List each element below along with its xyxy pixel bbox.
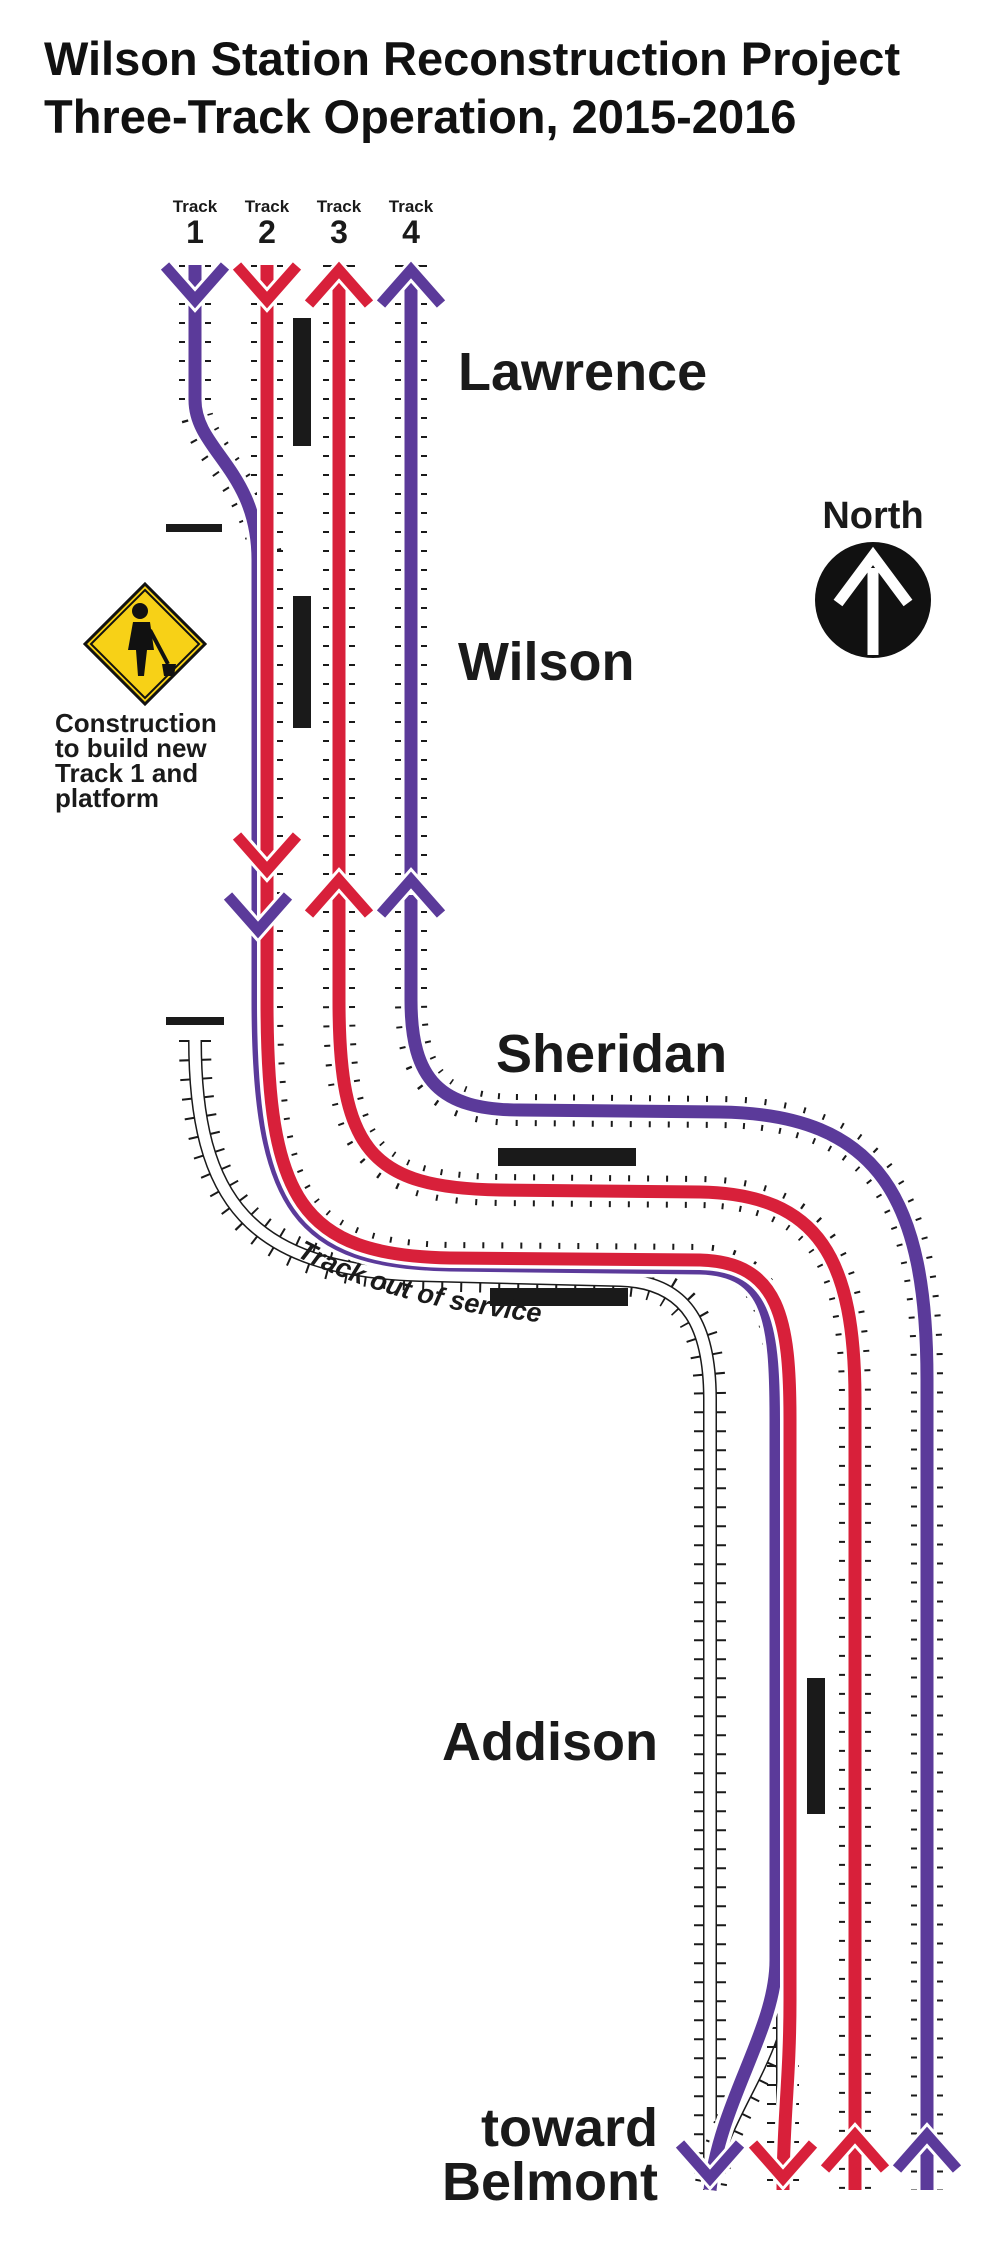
track-2-number: 2 — [258, 214, 276, 250]
bumper-lower — [166, 1017, 224, 1025]
track-1-old-ties — [179, 1039, 726, 2190]
track-1-number: 1 — [186, 214, 204, 250]
arrow-bottom-red-up — [820, 2126, 890, 2173]
track-4-number: 4 — [402, 214, 420, 250]
platform-addison — [807, 1678, 825, 1814]
route-red-southbound — [260, 265, 797, 2191]
track-1-label: Track — [173, 197, 218, 216]
arrow-bottom-purple-down — [675, 2140, 745, 2187]
title-line-1: Wilson Station Reconstruction Project — [44, 32, 901, 85]
track-4-label: Track — [389, 197, 434, 216]
arrow-bottom-purple-up — [892, 2126, 962, 2173]
track-3-label: Track — [317, 197, 362, 216]
arrow-track4-up-mid — [376, 871, 446, 918]
track-3-number: 3 — [330, 214, 348, 250]
station-labels: Lawrence Wilson Sheridan Addison toward … — [442, 342, 727, 2212]
platform-wilson — [293, 596, 311, 728]
construction-sign: Construction to build new Track 1 and pl… — [55, 581, 224, 813]
track-1-old-rails-inner — [189, 1039, 716, 2190]
construction-line-4: platform — [55, 783, 159, 813]
title-line-2: Three-Track Operation, 2015-2016 — [44, 90, 797, 143]
station-lawrence: Lawrence — [458, 342, 707, 402]
track-1-old-rails-outer — [188, 1039, 717, 2190]
direction-toward: toward — [481, 2098, 658, 2158]
arrow-track2-down-top — [232, 262, 302, 309]
platform-lawrence — [293, 318, 311, 446]
direction-arrows — [158, 257, 964, 2191]
construction-text: Construction to build new Track 1 and pl… — [55, 708, 224, 813]
arrow-track1-down-top — [160, 262, 230, 309]
track-2-label: Track — [245, 197, 290, 216]
arrow-track3-up-top — [304, 261, 374, 308]
bumper-upper — [166, 524, 222, 532]
station-sheridan: Sheridan — [496, 1024, 727, 1084]
north-indicator: North — [815, 495, 931, 658]
arrow-track1-down-mid — [223, 892, 293, 939]
construction-line-1: Construction — [55, 708, 217, 738]
route-purple-southbound-halo — [185, 265, 786, 2192]
arrow-track2-down-mid — [232, 832, 302, 879]
arrow-track3-up-mid — [304, 871, 374, 918]
construction-line-3: Track 1 and — [55, 758, 198, 788]
route-lines — [185, 265, 937, 2192]
track-1-old — [179, 1039, 726, 2190]
station-wilson: Wilson — [458, 632, 635, 692]
north-label: North — [822, 495, 923, 537]
station-addison: Addison — [442, 1712, 658, 1772]
route-purple-northbound — [404, 895, 934, 2190]
worker-sign-icon — [82, 581, 208, 707]
arrow-track4-up-top — [376, 261, 446, 308]
route-red-northbound — [332, 270, 862, 2190]
north-arrow-icon — [815, 542, 931, 658]
platform-sheridan-lower — [490, 1288, 628, 1306]
arrow-bottom-red-down — [748, 2140, 818, 2187]
track-headers: Track 1 Track 2 Track 3 Track 4 — [173, 197, 434, 250]
platform-sheridan-upper — [498, 1148, 636, 1166]
platforms — [166, 318, 825, 1814]
page-title: Wilson Station Reconstruction Project Th… — [44, 30, 900, 146]
route-purple-southbound — [188, 265, 783, 2191]
direction-belmont: Belmont — [442, 2152, 658, 2212]
construction-line-2: to build new — [55, 733, 207, 763]
